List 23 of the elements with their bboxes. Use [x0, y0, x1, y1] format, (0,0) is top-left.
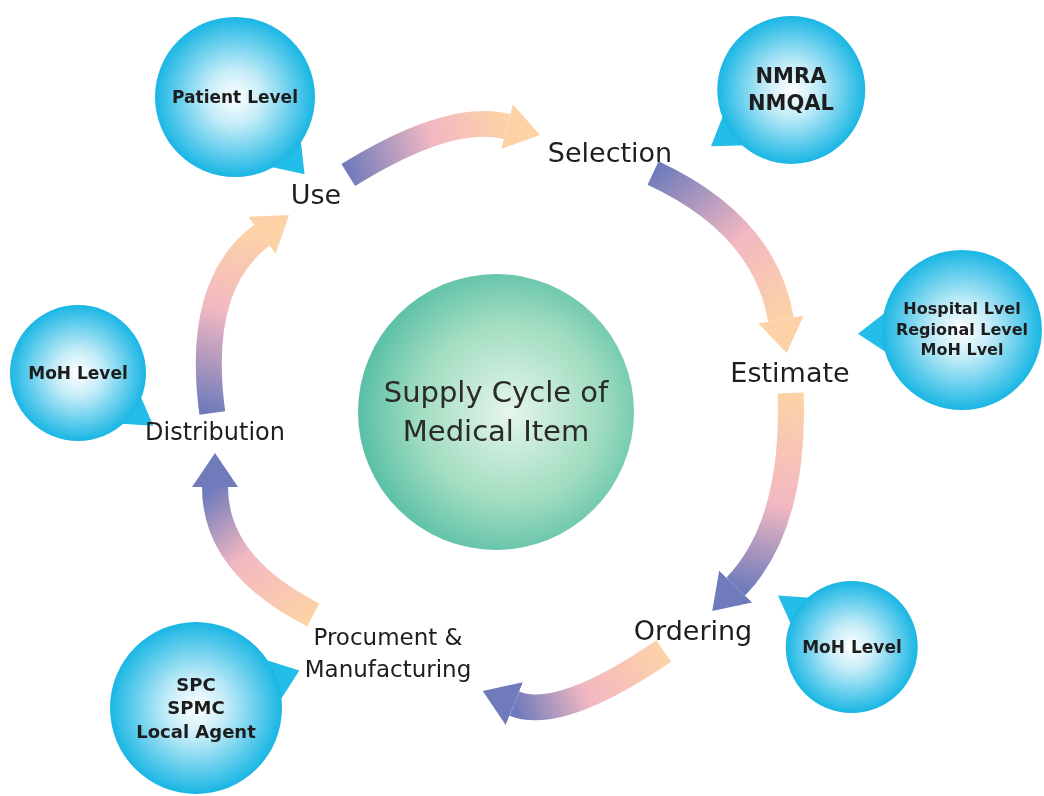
bubble-text: Hospital Lvel [903, 298, 1021, 320]
curved-arrow [195, 213, 288, 415]
bubble-text: Patient Level [172, 85, 298, 109]
bubble-text: SPMC [167, 696, 225, 720]
stage-label: Selection [547, 136, 673, 171]
stage-label: Use [290, 178, 342, 213]
curved-arrow [481, 640, 671, 726]
bubble-text: SPC [176, 672, 216, 697]
bubble-text: Local Agent [136, 719, 256, 744]
stage-label: Procument & Manufacturing [303, 622, 473, 684]
curved-arrow [647, 161, 804, 353]
curved-arrow [713, 392, 804, 613]
curved-arrow [192, 453, 320, 627]
stage-label: Estimate [730, 356, 850, 391]
stage-label: Distribution [145, 417, 285, 449]
bubble-text: MoH Lvel [920, 340, 1004, 362]
bubble-text: MoH Level [802, 635, 902, 659]
bubble-text: NMQAL [748, 90, 834, 117]
cycle-title: Supply Cycle of Medical Item [382, 373, 610, 450]
curved-arrow [341, 104, 541, 187]
bubble-text: MoH Level [28, 361, 128, 385]
bubble-text: NMRA [755, 62, 827, 90]
stage-label: Ordering [633, 614, 753, 649]
